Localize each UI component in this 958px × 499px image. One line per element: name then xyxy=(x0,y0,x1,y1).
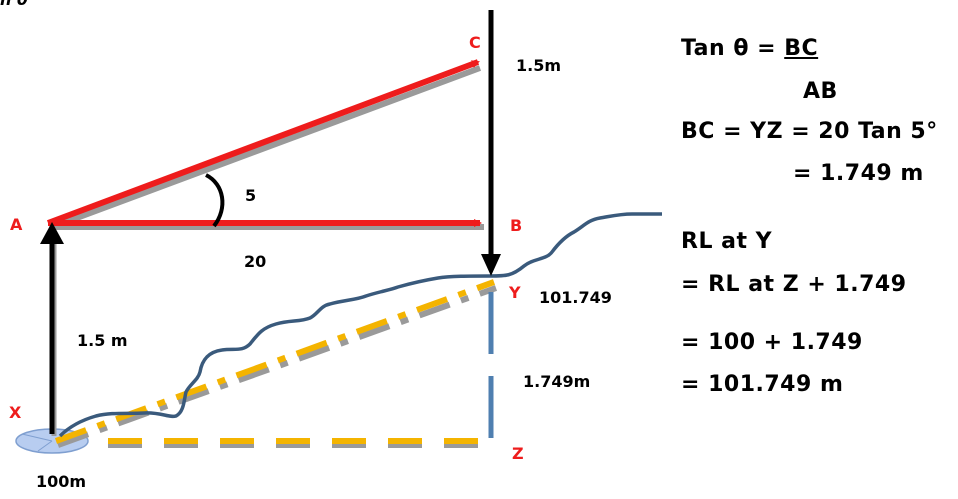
rl-y-label: 101.749 xyxy=(539,288,612,307)
rl-equation-3: = 101.749 m xyxy=(681,372,844,397)
base-tick xyxy=(21,433,53,442)
xy-shadow xyxy=(56,285,498,448)
ac-shadow xyxy=(48,65,482,231)
distance-label: 20 xyxy=(244,252,266,271)
rl-heading: RL at Y xyxy=(681,229,773,254)
instrument-height-label: 1.5 m xyxy=(77,331,128,350)
tan-numerator: BC xyxy=(784,36,819,61)
tan-lhs: Tan θ = xyxy=(681,36,785,61)
bc-height-label: 1.5m xyxy=(516,56,561,75)
point-y-label: Y xyxy=(508,283,521,302)
angle-label: 5 xyxy=(245,186,256,205)
rl-x-label: 100m xyxy=(36,472,86,491)
yz-label: 1.749m xyxy=(523,372,590,391)
point-z-label: Z xyxy=(512,444,524,463)
staff-arrowhead xyxy=(481,254,501,276)
point-a-label: A xyxy=(10,215,23,234)
tan-denominator: AB xyxy=(803,79,838,104)
rl-equation-1: = RL at Z + 1.749 xyxy=(681,272,907,297)
base-tick xyxy=(37,440,53,452)
line-ac xyxy=(46,59,480,226)
bc-value: = 1.749 m xyxy=(793,161,924,186)
corner-text: n θ xyxy=(0,0,28,9)
point-b-label: B xyxy=(510,216,522,235)
bc-equation: BC = YZ = 20 Tan 5° xyxy=(681,119,938,144)
rl-equation-2: = 100 + 1.749 xyxy=(681,330,863,355)
point-c-label: C xyxy=(469,33,481,52)
angle-arc xyxy=(204,173,225,228)
tan-equation: Tan θ = BC xyxy=(681,36,818,61)
xy-dashed-line xyxy=(54,279,496,444)
instrument-arrowhead xyxy=(40,222,64,244)
terrain-profile xyxy=(58,212,662,438)
point-x-label: X xyxy=(9,403,22,422)
